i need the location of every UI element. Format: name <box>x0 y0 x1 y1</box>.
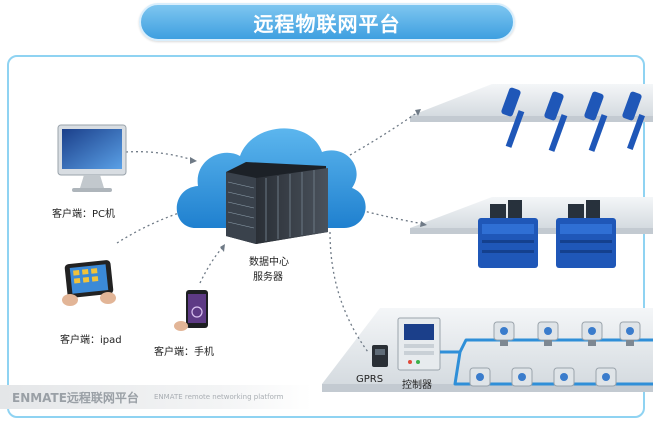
detector-box-1-icon <box>478 200 538 268</box>
sensor-probe-2-icon <box>544 91 568 152</box>
field-sensor-1-icon <box>493 321 515 346</box>
ipad-icon <box>62 260 116 306</box>
field-sensor-5-icon <box>469 367 491 387</box>
phone-icon <box>174 290 208 331</box>
cloud-label-line1: 数据中心 <box>249 257 289 268</box>
page-title: 远程物联网平台 <box>253 11 401 36</box>
top-shelf-sensors <box>501 87 645 152</box>
gprs-module-icon <box>372 345 388 367</box>
field-sensor-8-icon <box>595 367 617 387</box>
sensor-probe-1-icon <box>501 87 525 148</box>
footer-brand-cn: ENMATE远程联网平台 <box>12 391 139 405</box>
link-phone-cloud <box>199 247 223 284</box>
pipe-network <box>440 338 653 386</box>
server-rack-icon <box>226 162 328 244</box>
field-sensor-4-icon <box>619 321 641 346</box>
controller-panel-icon <box>397 317 441 371</box>
client-phone-label: 客户端：手机 <box>154 347 214 358</box>
link-cloud-top-shelf <box>349 111 419 156</box>
footer-brand-en: ENMATE remote networking platform <box>154 393 284 401</box>
controller-label: 控制器 <box>402 380 432 391</box>
link-ipad-cloud <box>116 209 189 244</box>
sensor-probe-4-icon <box>622 91 645 150</box>
client-pc-label: 客户端：PC机 <box>52 209 116 220</box>
detector-box-2-icon <box>556 200 616 268</box>
page-title-banner: 远程物联网平台 <box>139 3 515 41</box>
cloud-label-line2: 服务器 <box>253 272 283 283</box>
middle-shelf-detectors <box>478 200 616 268</box>
footer-bar <box>0 385 312 409</box>
field-sensor-3-icon <box>581 321 603 346</box>
client-ipad-label: 客户端：ipad <box>60 335 122 346</box>
link-pc-cloud <box>125 151 194 161</box>
field-sensor-2-icon <box>537 321 559 346</box>
field-sensors <box>469 321 641 387</box>
field-sensor-7-icon <box>553 367 575 387</box>
pc-monitor-icon <box>57 124 127 192</box>
field-sensor-6-icon <box>511 367 533 387</box>
top-shelf <box>410 84 653 122</box>
sensor-probe-3-icon <box>584 91 608 152</box>
gprs-label: GPRS <box>356 374 384 385</box>
